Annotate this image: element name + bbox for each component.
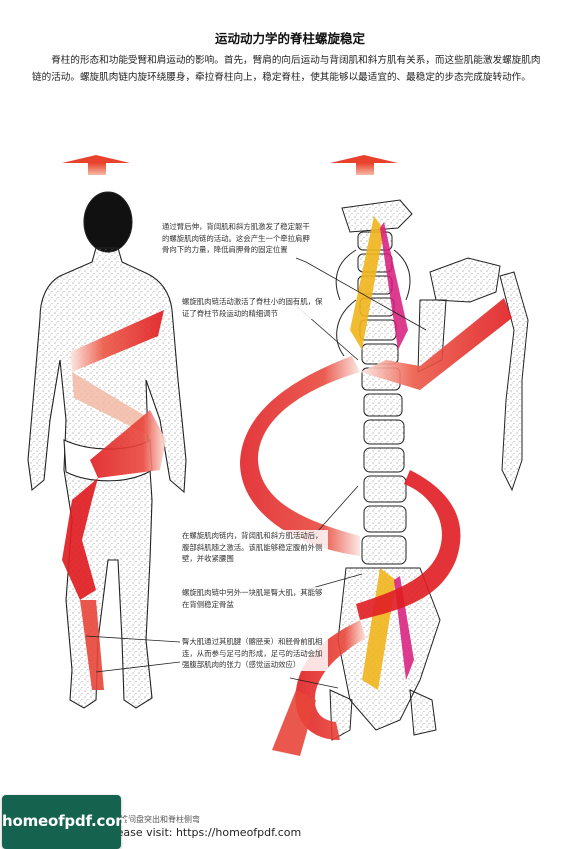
up-arrow-left-icon — [62, 155, 130, 175]
footer-caption: 疗椎间盘突出和脊柱侧弯 — [112, 815, 200, 824]
callout-foot-arch: 臀大肌通过其肌腱（髂胫束）和胫骨前肌相连，从而参与足弓的形成，足弓的活动会加强腹… — [182, 636, 328, 671]
anatomy-figure — [27, 155, 529, 756]
visit-link[interactable]: re please visit: https://homeofpdf.com — [92, 826, 302, 839]
callout-gluteus-maximus: 螺旋肌肉链中另外一块肌是臀大肌，其能够在背侧稳定骨盆 — [182, 587, 328, 610]
callout-oblique-muscles: 在螺旋肌肉链内，背阔肌和斜方肌活动后，腹部斜肌随之激活。该肌能够稳定腹前外侧壁，… — [182, 530, 328, 565]
up-arrow-right-icon — [330, 155, 398, 175]
back-spiral-muscle-chain — [62, 310, 166, 690]
spine-skeleton-illustration — [329, 199, 529, 741]
page-title: 运动动力学的脊柱螺旋稳定 — [214, 31, 365, 46]
badge-label: homeofpdf.com — [2, 812, 131, 830]
intro-paragraph: 脊柱的形态和功能受臂和肩运动的影响。首先，臂肩的向后运动与背阔肌和斜方肌有关系，… — [32, 55, 541, 83]
callout-intrinsic-muscles: 螺旋肌肉链活动激活了脊柱小的固有肌，保证了脊柱节段运动的精细调节 — [182, 296, 328, 319]
spine-spiral-muscle-chain — [240, 298, 512, 756]
callout-arm-extension: 通过臂后伸，背阔肌和斜方肌激发了稳定躯干的螺旋肌肉链的活动。这会产生一个牵拉肩胛… — [162, 221, 310, 256]
homeofpdf-badge[interactable]: homeofpdf.com — [2, 795, 131, 849]
